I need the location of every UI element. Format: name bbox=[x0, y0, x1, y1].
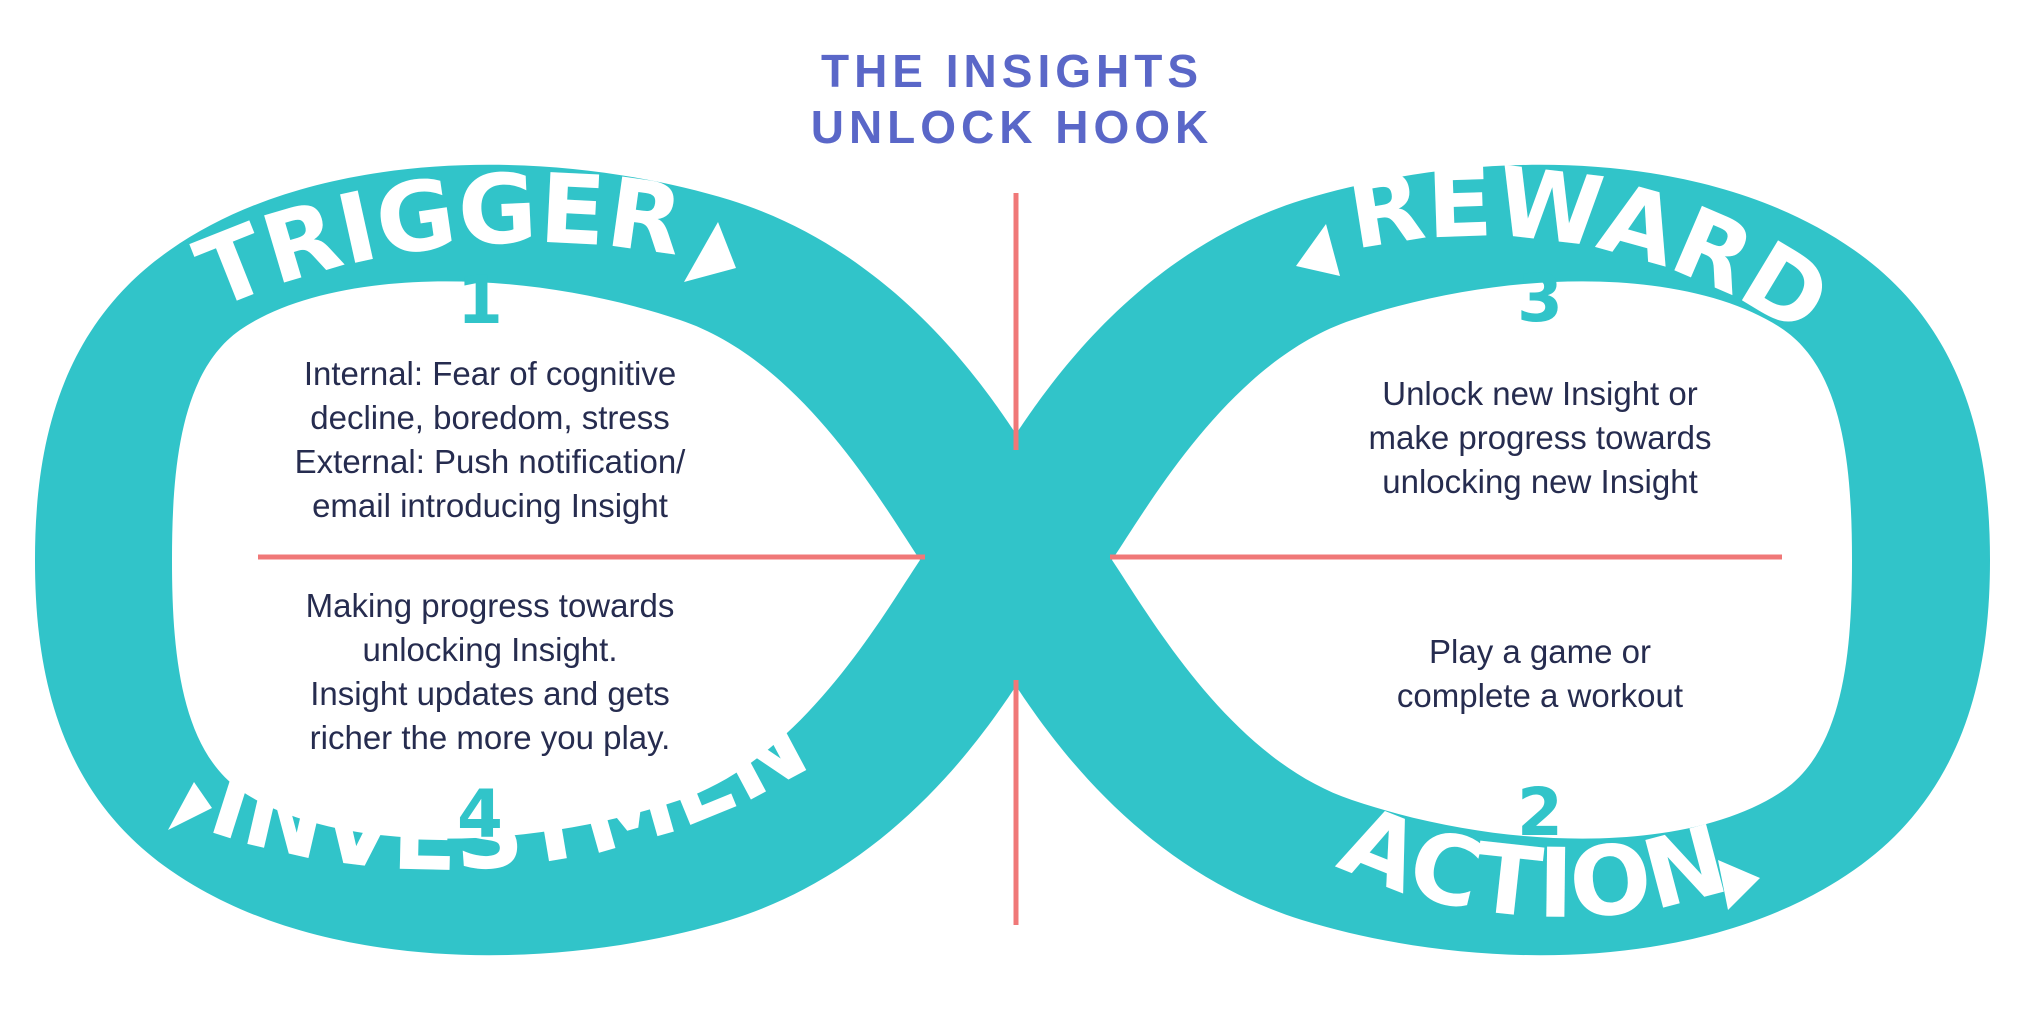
loop-left-lobe bbox=[35, 164, 1016, 956]
description-line: unlocking Insight. bbox=[362, 631, 618, 668]
description-line: email introducing Insight bbox=[312, 487, 668, 524]
triangle-arrow-icon bbox=[1296, 224, 1340, 276]
description-line: Play a game or bbox=[1429, 633, 1651, 670]
description-line: unlocking new Insight bbox=[1382, 463, 1698, 500]
description-line: Making progress towards bbox=[305, 587, 675, 624]
stage-number-3: 3 bbox=[1517, 260, 1563, 337]
description-line: Insight updates and gets bbox=[310, 675, 670, 712]
description-line: complete a workout bbox=[1396, 677, 1684, 714]
triangle-arrow-icon bbox=[1718, 860, 1760, 910]
description-line: richer the more you play. bbox=[309, 719, 671, 756]
stage-description-trigger: Internal: Fear of cognitive decline, bore… bbox=[240, 352, 740, 528]
stage-number-2: 2 bbox=[1517, 774, 1563, 851]
stage-description-reward: Unlock new Insight or make progress towar… bbox=[1300, 372, 1780, 504]
diagram-title-line1: THE INSIGHTS bbox=[820, 45, 1204, 97]
triangle-arrow-icon bbox=[684, 222, 736, 282]
loop-right-lobe bbox=[1016, 164, 1990, 956]
diagram-title-line2: UNLOCK HOOK bbox=[810, 101, 1214, 153]
description-line: External: Push notification/ bbox=[294, 443, 686, 480]
stage-description-action: Play a game or complete a workout bbox=[1300, 630, 1780, 718]
description-line: make progress towards bbox=[1368, 419, 1712, 456]
stage-number-4: 4 bbox=[457, 776, 503, 853]
description-line: Internal: Fear of cognitive bbox=[303, 355, 677, 392]
stage-number-1: 1 bbox=[457, 262, 503, 339]
description-line: Unlock new Insight or bbox=[1382, 375, 1698, 412]
triangle-arrow-icon bbox=[168, 782, 212, 830]
description-line: decline, boredom, stress bbox=[310, 399, 670, 436]
stage-description-investment: Making progress towards unlocking Insight… bbox=[240, 584, 740, 760]
